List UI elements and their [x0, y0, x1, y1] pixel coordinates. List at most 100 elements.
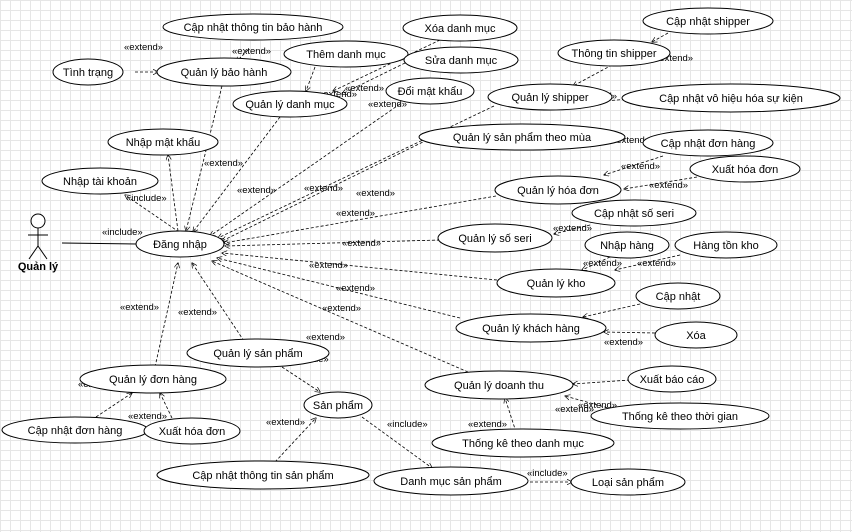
use-case-label: Xuất hóa đơn [159, 426, 226, 438]
use-case-label: Hàng tồn kho [693, 240, 758, 252]
label-extend: «extend» [578, 400, 617, 411]
use-case-nhap-mat-khau[interactable]: Nhập mật khẩu [107, 128, 219, 156]
rel-extend-cap-nhat-dh-l [95, 393, 132, 418]
use-case-sua-danh-muc[interactable]: Sửa danh mục [403, 46, 519, 74]
use-case-xoa-danh-muc[interactable]: Xóa danh mục [402, 14, 518, 42]
rel-extend-don-hang [154, 263, 178, 368]
relationships [95, 32, 698, 482]
use-case-xuat-bao-cao[interactable]: Xuất báo cáo [627, 365, 717, 393]
rel-extend-kh-cap-nhat [583, 303, 641, 317]
use-case-thong-ke-danh-muc[interactable]: Thống kê theo danh mục [431, 428, 615, 458]
use-case-ql-danh-muc[interactable]: Quản lý danh mục [232, 90, 348, 118]
label-extend: «extend» [336, 208, 375, 219]
actor-label: Quản lý [18, 261, 59, 273]
use-case-label: Xóa danh mục [425, 23, 496, 35]
use-case-danh-muc-san-pham[interactable]: Danh mục sản phẩm [373, 466, 529, 496]
use-case-ql-so-seri[interactable]: Quản lý số seri [437, 223, 553, 253]
use-case-label: Cập nhật [656, 291, 701, 303]
label-extend: «extend» [318, 89, 357, 100]
use-case-label: Cập nhật vô hiệu hóa sự kiện [659, 93, 803, 105]
label-include: «include» [126, 193, 167, 204]
rel-include-danh-muc-sp [361, 416, 432, 468]
use-case-xuat-hoa-don-r[interactable]: Xuất hóa đơn [689, 155, 801, 183]
use-case-nhap-tai-khoan[interactable]: Nhập tài khoản [41, 167, 159, 195]
use-case-label: Cập nhật số seri [594, 208, 674, 220]
rel-extend-ton-kho [615, 254, 681, 270]
use-case-loai-san-pham[interactable]: Loại sản phẩm [570, 468, 686, 496]
rel-extend-doanh-thu [212, 261, 469, 373]
use-case-tinh-trang[interactable]: Tình trạng [52, 58, 124, 86]
label-extend: «extend» [237, 185, 276, 196]
rel-extend-hoa-don [224, 195, 497, 243]
rel-extend-thong-tin-shipper [573, 64, 613, 86]
use-case-label: Nhập hàng [600, 240, 654, 252]
use-case-label: Danh mục sản phẩm [400, 476, 502, 488]
label-extend: «extend» [356, 188, 395, 199]
rel-extend-thong-ke-dm [505, 398, 517, 433]
use-case-cap-nhat-so-seri[interactable]: Cập nhật số seri [571, 199, 697, 227]
use-case-label: Quản lý bảo hành [181, 67, 268, 79]
use-case-cap-nhat[interactable]: Cập nhật [635, 282, 721, 310]
use-case-ql-don-hang[interactable]: Quản lý đơn hàng [79, 364, 227, 394]
use-case-label: Xuất hóa đơn [712, 164, 779, 176]
use-case-cap-nhat-don-hang-r[interactable]: Cập nhật đơn hàng [642, 129, 774, 157]
use-case-san-pham[interactable]: Sản phẩm [303, 391, 373, 419]
use-case-label: Đổi mật khẩu [398, 86, 463, 98]
use-case-label: Xuất báo cáo [640, 374, 705, 386]
use-case-thong-ke-thoi-gian[interactable]: Thống kê theo thời gian [590, 402, 770, 430]
label-extend: «extend» [342, 238, 381, 249]
label-extend: «extend» [124, 42, 163, 53]
use-case-label: Cập nhật thông tin sản phẩm [192, 470, 333, 482]
use-case-doi-mat-khau[interactable]: Đổi mật khẩu [385, 77, 475, 105]
rel-extend-cap-nhat-bh [236, 49, 249, 62]
label-extend: «extend» [120, 302, 159, 313]
use-case-cap-nhat-shipper[interactable]: Cập nhật shipper [642, 7, 774, 35]
rel-include-nhap-tai-khoan [125, 195, 180, 233]
use-case-label: Quản lý doanh thu [454, 380, 544, 392]
rel-extend-sua-dm [342, 62, 406, 94]
use-case-label: Sản phẩm [313, 400, 363, 412]
use-case-thong-tin-shipper[interactable]: Thông tin shipper [557, 39, 671, 67]
association-actor-login [61, 242, 138, 245]
use-case-cap-nhat-vo-hieu[interactable]: Cập nhật vô hiệu hóa sự kiện [621, 83, 841, 113]
label-extend: «extend» [266, 417, 305, 428]
rel-extend-so-seri [225, 239, 441, 246]
use-case-ql-khach-hang[interactable]: Quản lý khách hàng [455, 313, 607, 343]
rel-extend-kho [222, 253, 498, 281]
use-case-hang-ton-kho[interactable]: Hàng tồn kho [674, 231, 778, 259]
label-extend: «extend» [654, 53, 693, 64]
label-extend: «extend» [128, 411, 167, 422]
use-case-label: Tình trạng [63, 67, 113, 79]
use-case-dang-nhap[interactable]: Đăng nhập [135, 230, 225, 258]
use-case-ql-shipper[interactable]: Quản lý shipper [487, 83, 613, 111]
use-case-ql-bao-hanh[interactable]: Quản lý bảo hành [156, 57, 292, 87]
use-case-label: Quản lý số seri [458, 233, 531, 245]
label-extend: «extend» [309, 260, 348, 271]
rel-extend-kh-xoa [604, 332, 656, 333]
use-case-ql-kho[interactable]: Quản lý kho [496, 268, 616, 298]
use-case-cap-nhat-don-hang-l[interactable]: Cập nhật đơn hàng [1, 416, 149, 444]
use-case-ql-doanh-thu[interactable]: Quản lý doanh thu [424, 370, 574, 400]
rel-extend-thong-ke-tg [565, 396, 613, 410]
rel-extend-doi-mk [210, 103, 401, 236]
label-include: «include» [387, 419, 428, 430]
use-case-nhap-hang[interactable]: Nhập hàng [584, 231, 670, 259]
rel-extend-danh-muc [193, 116, 281, 232]
use-case-cap-nhat-tt-san-pham[interactable]: Cập nhật thông tin sản phẩm [156, 460, 370, 490]
use-case-label: Quản lý shipper [511, 92, 588, 104]
use-case-ql-san-pham[interactable]: Quản lý sản phẩm [186, 338, 330, 368]
use-case-cap-nhat-bao-hanh[interactable]: Cập nhật thông tin bảo hành [162, 13, 344, 41]
use-case-label: Loại sản phẩm [592, 477, 664, 489]
use-case-label: Cập nhật thông tin bảo hành [184, 22, 323, 34]
use-case-them-danh-muc[interactable]: Thêm danh mục [283, 40, 409, 68]
use-case-ql-sp-theo-mua[interactable]: Quản lý sản phẩm theo mùa [418, 123, 626, 151]
label-extend: «extend» [583, 258, 622, 269]
use-case-xoa[interactable]: Xóa [654, 321, 738, 349]
use-case-label: Nhập mật khẩu [126, 137, 201, 149]
use-case-ql-hoa-don[interactable]: Quản lý hóa đơn [494, 175, 622, 205]
use-case-label: Cập nhật đơn hàng [661, 138, 756, 150]
use-case-xuat-hoa-don-l[interactable]: Xuất hóa đơn [143, 417, 241, 445]
rel-extend-sp-theo-mua [222, 139, 428, 241]
use-case-label: Thống kê theo danh mục [462, 438, 584, 450]
